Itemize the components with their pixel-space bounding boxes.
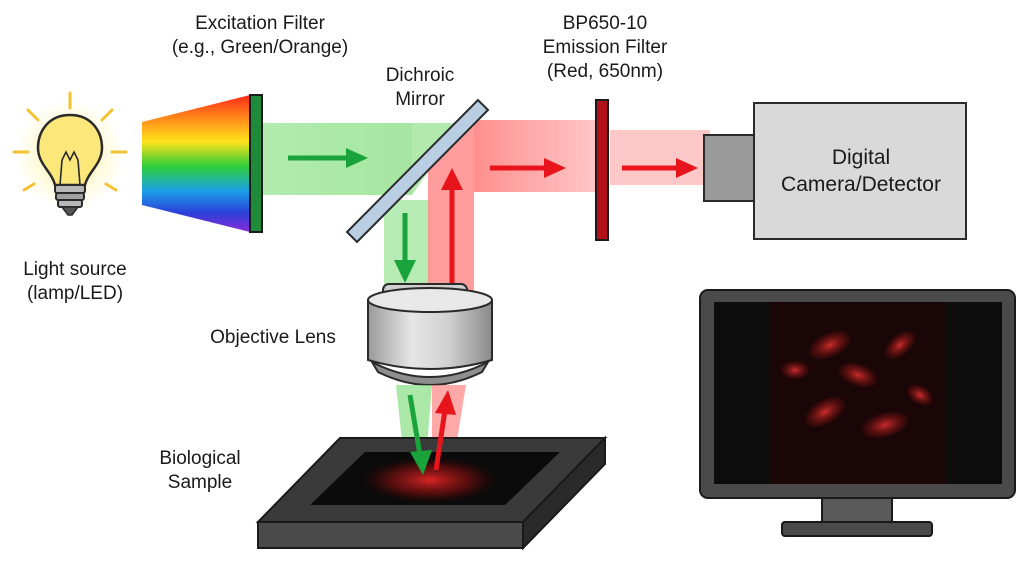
emission-arrow-from-sample xyxy=(433,390,456,471)
monitor-icon xyxy=(699,289,1016,537)
lightbulb-icon xyxy=(12,91,128,216)
dichroic-mirror-label: Dichroic Mirror xyxy=(365,64,475,112)
excitation-filter-label-line2: (e.g., Green/Orange) xyxy=(171,37,349,58)
dichroic-mirror-label-line2: Mirror xyxy=(395,89,445,110)
camera-label: Digital Camera/Detector xyxy=(764,144,958,198)
objective-lens-label: Objective Lens xyxy=(188,326,358,350)
camera-label-line1: Digital xyxy=(831,146,891,169)
light-source-label-line1: Light source xyxy=(23,259,127,280)
camera-label-line2: Camera/Detector xyxy=(781,173,941,196)
emission-filter-label-line2: Emission Filter xyxy=(542,37,668,58)
dichroic-mirror xyxy=(345,98,490,244)
excitation-arrow-to-sample xyxy=(407,394,432,475)
biological-sample-label-line2: Sample xyxy=(167,472,233,493)
emission-filter-label-line1: BP650-10 xyxy=(562,13,648,34)
objective-lens-label-text: Objective Lens xyxy=(210,327,336,348)
emission-filter xyxy=(595,99,609,241)
light-source-label-line2: (lamp/LED) xyxy=(26,283,124,304)
emission-filter-label: BP650-10 Emission Filter (Red, 650nm) xyxy=(510,12,700,84)
emission-filter-label-line3: (Red, 650nm) xyxy=(546,61,664,82)
emission-beam xyxy=(428,120,710,300)
light-source-label: Light source (lamp/LED) xyxy=(0,258,150,306)
white-light-spectrum xyxy=(142,95,250,232)
excitation-filter-label-line1: Excitation Filter xyxy=(195,13,325,34)
emission-arrow-up xyxy=(441,168,463,285)
excitation-arrow-down xyxy=(394,213,416,283)
excitation-arrow-horizontal xyxy=(288,148,368,168)
sample-stage xyxy=(255,435,608,551)
excitation-filter xyxy=(249,94,263,233)
emission-arrow-to-camera xyxy=(622,158,698,178)
biological-sample-label: Biological Sample xyxy=(140,447,260,495)
emission-arrow-to-filter xyxy=(490,158,566,178)
objective-lens xyxy=(367,283,493,386)
dichroic-mirror-label-line1: Dichroic xyxy=(385,65,455,86)
light-source xyxy=(12,91,128,216)
excitation-filter-label: Excitation Filter (e.g., Green/Orange) xyxy=(140,12,380,60)
sample-fluorescence xyxy=(360,456,500,504)
biological-sample-label-line1: Biological xyxy=(159,448,241,469)
fluorescent-cells xyxy=(781,330,933,439)
camera-icon xyxy=(703,102,967,240)
